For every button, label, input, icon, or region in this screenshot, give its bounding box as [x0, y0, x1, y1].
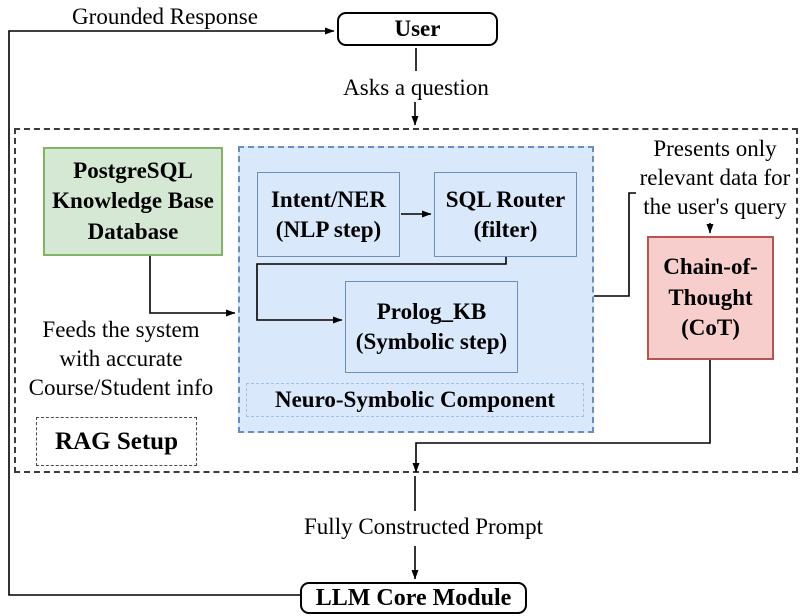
node-sql-router: SQL Router (filter) — [434, 172, 577, 257]
node-postgresql-kb-database: PostgreSQL Knowledge Base Database — [43, 147, 223, 256]
neuro-symbolic-caption-label: Neuro-Symbolic Component — [274, 387, 556, 412]
node-sql-router-label: SQL Router (filter) — [445, 186, 566, 242]
node-prolog-kb-label: Prolog_KB (Symbolic step) — [355, 299, 508, 354]
node-chain-of-thought: Chain-of- Thought (CoT) — [647, 236, 774, 360]
edge-label-presents-relevant-data: Presents only relevant data for the user… — [639, 136, 791, 220]
node-postgresql-label: PostgreSQL Knowledge Base Database — [52, 157, 214, 244]
edge-label-asks-a-question: Asks a question — [343, 75, 489, 100]
node-cot-label: Chain-of- Thought (CoT) — [663, 253, 758, 341]
node-intent-ner: Intent/NER (NLP step) — [257, 172, 400, 257]
edge-label-feeds-the-system: Feeds the system with accurate Course/St… — [28, 317, 214, 401]
node-prolog-kb: Prolog_KB (Symbolic step) — [345, 281, 518, 373]
edge-label-fully-constructed-prompt: Fully Constructed Prompt — [304, 514, 543, 539]
node-user: User — [337, 12, 498, 46]
rag-setup-caption-label: RAG Setup — [55, 427, 178, 455]
node-llm-label: LLM Core Module — [315, 584, 512, 611]
edge-label-grounded-response: Grounded Response — [72, 4, 258, 29]
node-user-label: User — [394, 16, 441, 41]
neuro-symbolic-component-caption: Neuro-Symbolic Component — [246, 383, 584, 417]
node-intent-ner-label: Intent/NER (NLP step) — [270, 186, 386, 242]
rag-setup-caption: RAG Setup — [36, 417, 197, 466]
node-llm-core-module: LLM Core Module — [300, 582, 527, 614]
